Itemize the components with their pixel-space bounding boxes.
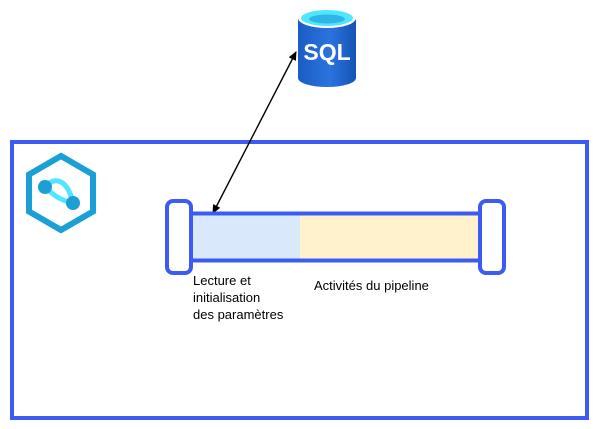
pipeline-left-cap — [165, 199, 193, 275]
pipeline-stage-1 — [192, 215, 300, 259]
pipeline-right-cap — [478, 199, 506, 275]
pipeline-stage-2 — [300, 215, 480, 259]
workspace-container — [10, 140, 589, 420]
sql-database-icon: SQL — [298, 8, 356, 87]
stage-2-label: Activités du pipeline — [314, 278, 429, 293]
sql-label: SQL — [303, 39, 350, 65]
sql-pipeline-connector — [212, 51, 297, 214]
synapse-analytics-icon — [26, 152, 96, 234]
stage-1-label: Lecture et initialisation des paramètres — [193, 273, 284, 322]
